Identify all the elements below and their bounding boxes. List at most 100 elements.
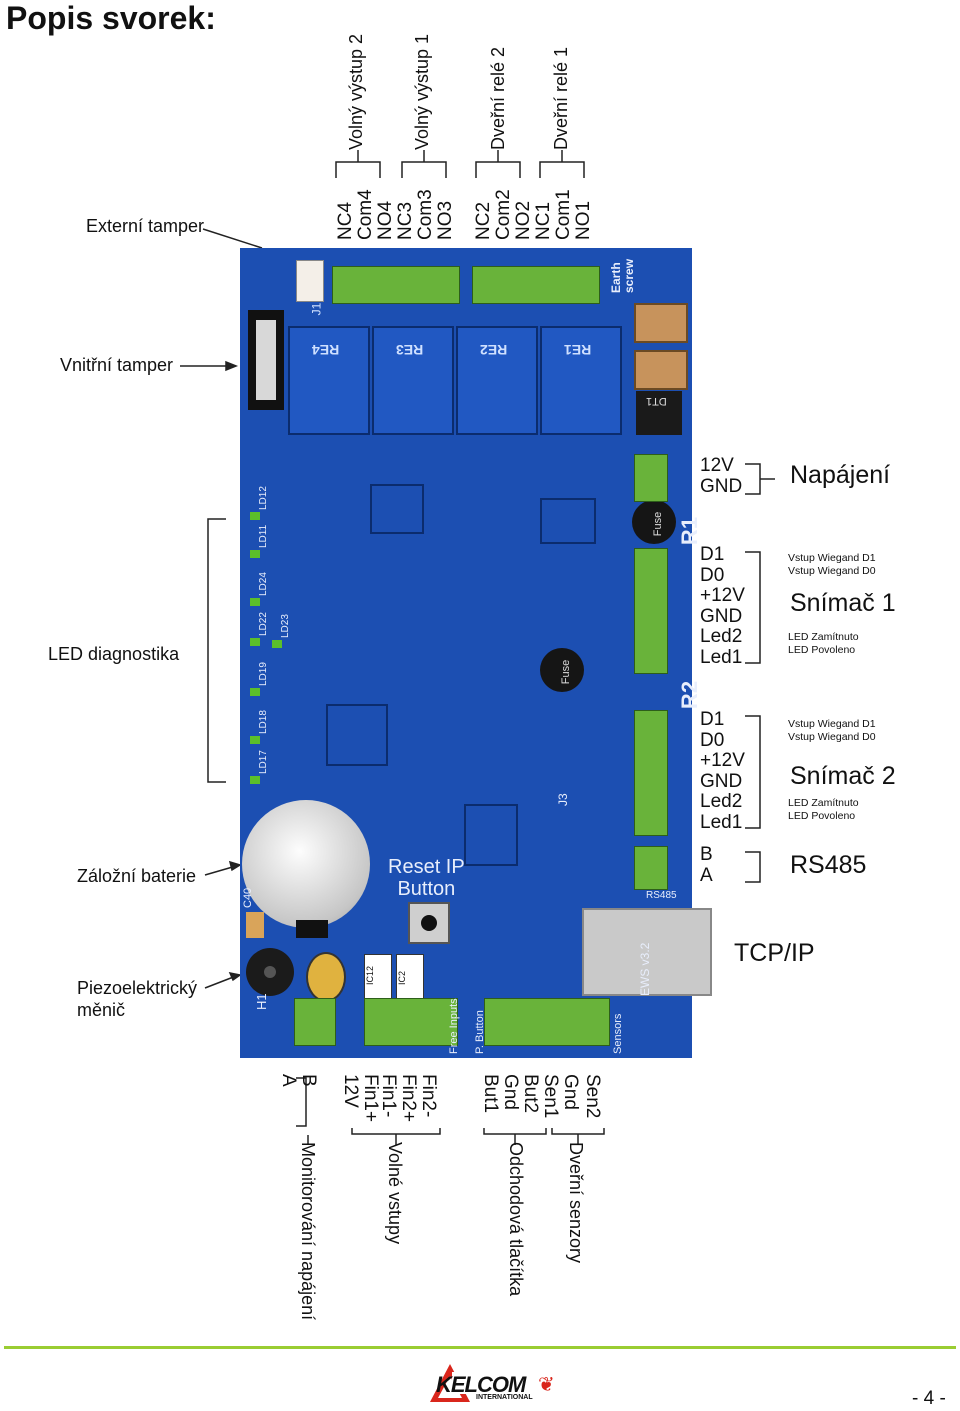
top-terminal-1: Com4 (355, 189, 376, 240)
relay-re1: RE1 (540, 326, 622, 435)
power-terminal (634, 454, 668, 502)
capacitor-1 (634, 303, 688, 343)
reset-ip-button[interactable] (408, 902, 450, 944)
diag-led-6 (250, 736, 260, 744)
free-inputs-terminal (364, 998, 458, 1046)
top-terminal-7: Com2 (493, 189, 514, 240)
j3-silk: J3 (556, 793, 570, 806)
top-terminal-10: Com1 (553, 189, 574, 240)
j1-silk: J1 (309, 302, 324, 316)
top-terminal-9: NC1 (533, 201, 554, 240)
exit-buttons-label: Odchodová tlačítka (506, 1142, 526, 1297)
diag-led-label-5: LD19 (258, 662, 269, 686)
backup-battery (242, 800, 370, 928)
free-inputs-label: Volné vstupy (385, 1142, 405, 1245)
reset-ip-silk: Reset IP Button (388, 856, 465, 900)
diag-led-label-3: LD22 (258, 612, 269, 636)
diag-led-3 (250, 638, 260, 646)
fuse-1: Fuse (632, 500, 676, 544)
bottom-terminal-12: Sen2 (582, 1074, 603, 1119)
r2-silk: R2 (677, 680, 703, 710)
tcpip-label: TCP/IP (734, 939, 815, 967)
reader2-terminal-4: Led2 (700, 791, 743, 813)
diag-led-label-2: LD24 (258, 572, 269, 596)
reader2-terminal-5: Led1 (700, 812, 743, 833)
relay-re3: RE3 (372, 326, 454, 435)
top-terminal-8: NO2 (513, 200, 534, 240)
chip-a (370, 484, 424, 534)
reader2-note-led1: LED Povoleno (788, 810, 856, 822)
reader2-terminal-1: D0 (700, 729, 725, 751)
top-terminal-0: NC4 (335, 201, 356, 240)
reader1-label: Snímač 1 (790, 589, 896, 617)
fuse2 (306, 952, 346, 1002)
top-terminal-11: NO1 (573, 200, 594, 240)
bottom-terminal-7: But1 (480, 1074, 501, 1114)
relay-re2: RE2 (456, 326, 538, 435)
tamper-connector (296, 260, 324, 302)
reader2-terminal-0: D1 (700, 709, 725, 730)
ic12: IC12 (364, 954, 392, 1002)
diag-led-4 (272, 640, 282, 648)
power-terminal-1: GND (700, 475, 743, 497)
top-terminal-6: NC2 (473, 201, 494, 240)
page-number: - 4 - (912, 1388, 946, 1409)
reader1-terminal-0: D1 (700, 544, 725, 565)
diag-led-0 (250, 512, 260, 520)
rs485-label: RS485 (790, 851, 867, 879)
p-button-silk: P. Button (474, 1010, 486, 1054)
reader1-note-d0: Vstup Wiegand D0 (788, 565, 876, 577)
bottom-terminal-9: But2 (520, 1074, 541, 1114)
rs485-terminal (634, 846, 668, 890)
chip-d (464, 804, 518, 866)
bottom-terminal-8: Gnd (500, 1074, 521, 1110)
bottom-terminal-6: Fin2- (418, 1074, 439, 1118)
page-title: Popis svorek: (6, 0, 216, 36)
battery-label: Záložní baterie (77, 866, 197, 886)
diag-led-5 (250, 688, 260, 696)
sensors-silk: Sensors (612, 1013, 624, 1054)
external-tamper-label: Externí tamper (86, 216, 205, 236)
r1-silk: R1 (677, 516, 703, 546)
capacitor-2 (634, 350, 688, 390)
diag-led-label-4: LD23 (280, 614, 291, 638)
diag-led-2 (250, 598, 260, 606)
chip-c (326, 704, 388, 766)
power-terminal-0: 12V (700, 455, 734, 476)
top-terminal-2: NO4 (375, 200, 396, 240)
door-relay1-label: Dveřní relé 1 (551, 46, 571, 150)
top-terminal-4: Com3 (415, 189, 436, 240)
door-relay2-label: Dveřní relé 2 (488, 46, 508, 150)
terminal-block-outputs (332, 266, 460, 304)
reader2-note-led2: LED Zamítnuto (788, 797, 859, 809)
bottom-terminal-10: Sen1 (540, 1074, 561, 1119)
power-label: Napájení (790, 461, 891, 489)
diag-led-7 (250, 776, 260, 784)
piezo-buzzer (246, 948, 294, 996)
bottom-terminal-4: Fin1- (378, 1074, 399, 1118)
power-monitor-terminal (294, 998, 336, 1046)
free-inputs-silk: Free Inputs (448, 998, 460, 1054)
power-monitor-label: Monitorování napájení (298, 1142, 318, 1321)
output2-label: Volný výstup 2 (346, 33, 366, 150)
bottom-terminal-2: 12V (340, 1074, 361, 1108)
top-terminal-3: NC3 (395, 201, 416, 240)
relay-re4: RE4 (288, 326, 370, 435)
buttons-sensors-terminal (484, 998, 610, 1046)
top-terminal-5: NO3 (435, 200, 456, 240)
rs485-terminal-0: B (700, 844, 713, 865)
piezo-label: Piezoelektrický měnič (77, 978, 198, 1020)
internal-tamper-switch (248, 310, 284, 410)
bottom-terminal-0: B (298, 1074, 319, 1087)
reader1-terminal (634, 548, 668, 674)
reader1-terminal-1: D0 (700, 564, 725, 586)
rs485-silk: RS485 (646, 890, 677, 901)
reader1-terminal-4: Led2 (700, 626, 743, 648)
reader1-note-d1: Vstup Wiegand D1 (788, 552, 876, 564)
reader2-note-d1: Vstup Wiegand D1 (788, 718, 876, 730)
ews-silk: EWS v3.2 (638, 942, 652, 996)
diag-led-label-1: LD11 (258, 524, 269, 548)
reader2-note-d0: Vstup Wiegand D0 (788, 731, 876, 743)
diag-led-label-0: LD12 (258, 486, 269, 510)
